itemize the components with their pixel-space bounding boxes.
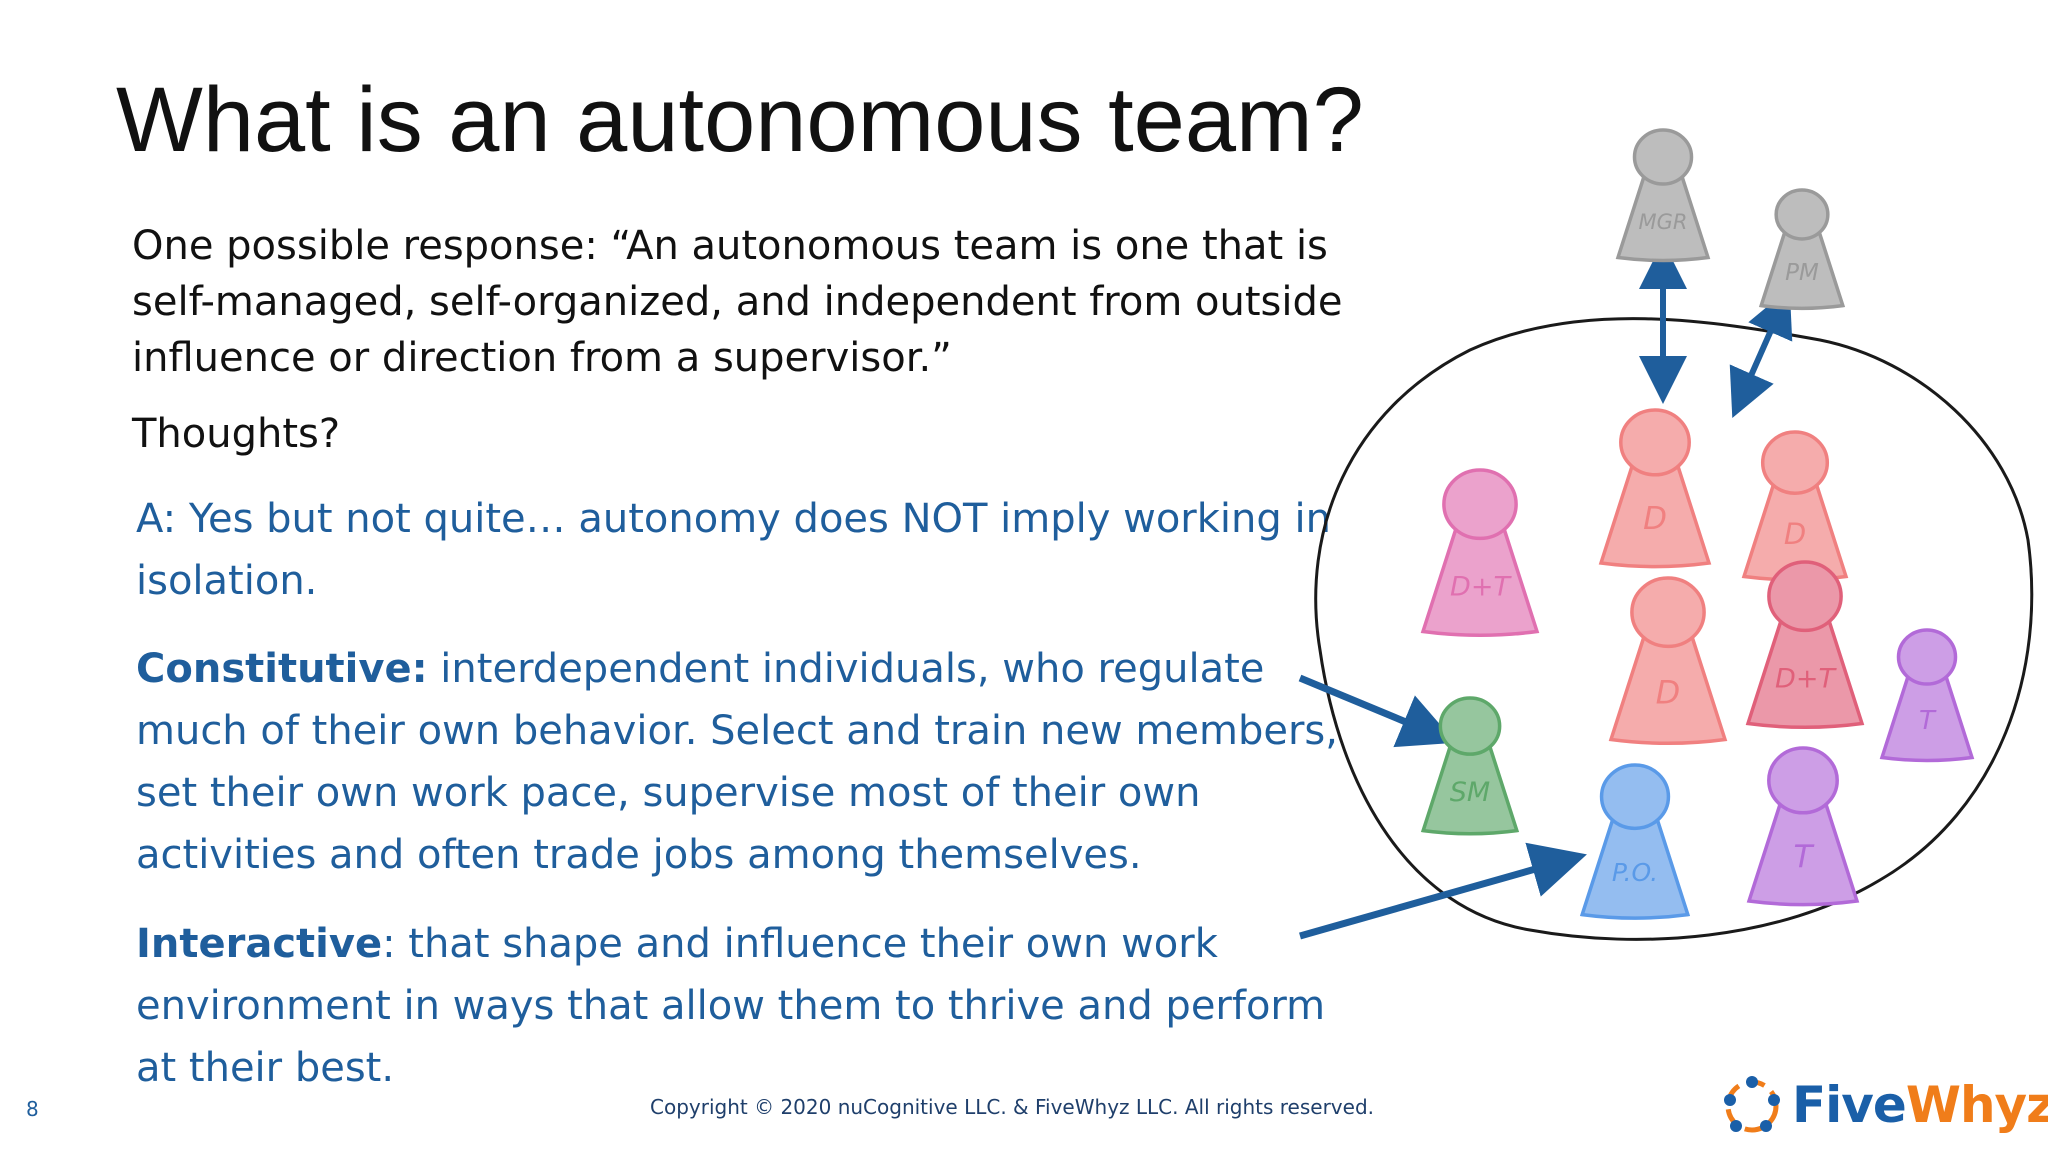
figure-team-2: D <box>1598 408 1712 569</box>
figure-team-9-label: T <box>1794 839 1815 875</box>
figure-outside-2: PM <box>1758 188 1846 311</box>
figure-team-9-body <box>1746 803 1860 907</box>
constitutive-term: Constitutive: <box>136 646 428 692</box>
figure-team-6-head <box>1896 628 1958 686</box>
interactive-paragraph: Interactive: that shape and influence th… <box>136 913 1366 1099</box>
figure-team-4-body <box>1608 637 1728 746</box>
figure-team-2-body <box>1598 465 1712 569</box>
figure-team-4-head <box>1630 576 1706 649</box>
figure-team-2-label: D <box>1643 501 1667 537</box>
figure-team-7: SM <box>1420 696 1520 836</box>
figure-team-1-label: D+T <box>1450 571 1512 602</box>
quote-paragraph: One possible response: “An autonomous te… <box>132 223 1343 381</box>
figure-team-5-body <box>1745 621 1865 730</box>
figure-team-1: D+T <box>1420 468 1540 638</box>
figure-team-8: P.O. <box>1579 763 1691 920</box>
fivewhyz-logo: FiveWhyz <box>1718 1070 2048 1140</box>
figure-outside-2-body <box>1758 231 1846 311</box>
figure-team-7-label: SM <box>1450 777 1490 808</box>
interactive-text: : that shape and influence their own wor… <box>136 921 1326 1091</box>
figure-team-3-head <box>1760 430 1830 495</box>
figure-outside-1-body <box>1615 176 1711 263</box>
figure-outside-1-head <box>1632 128 1694 186</box>
answer-paragraph: A: Yes but not quite… autonomy does NOT … <box>136 496 1331 604</box>
figure-team-4: D <box>1608 576 1728 746</box>
figure-outside-2-head <box>1774 188 1830 241</box>
constitutive-text: interdependent individuals, who regulate… <box>136 646 1338 878</box>
figure-team-9-head <box>1767 746 1839 815</box>
figure-outside-1-label: MGR <box>1639 210 1688 234</box>
figure-team-5-label: D+T <box>1775 663 1837 694</box>
logo-wordmark: FiveWhyz <box>1792 1076 2048 1134</box>
slide-number: 8 <box>26 1097 39 1121</box>
figure-team-8-head <box>1599 763 1671 831</box>
figures-layer: MGR PM D+T D D D D+T T SM P.O. T <box>1420 128 1975 920</box>
figure-team-8-body <box>1579 819 1691 920</box>
team-boundary <box>1314 317 2034 941</box>
figure-team-5: D+T <box>1745 560 1865 730</box>
figure-team-1-body <box>1420 529 1540 638</box>
figure-team-6-label: T <box>1919 706 1937 736</box>
slide-title: What is an autonomous team? <box>116 69 1364 171</box>
logo-mark-icon <box>1724 1076 1780 1133</box>
figure-team-7-head <box>1438 696 1502 756</box>
figure-team-9: T <box>1746 746 1860 907</box>
copyright-text: Copyright © 2020 nuCognitive LLC. & Five… <box>650 1095 1374 1119</box>
figure-team-8-label: P.O. <box>1612 858 1658 887</box>
arrow-interactive <box>1299 842 1587 940</box>
figure-team-5-head <box>1767 560 1843 633</box>
figure-team-4-label: D <box>1656 673 1681 711</box>
logo-five: Five <box>1792 1076 1907 1134</box>
figure-team-7-body <box>1420 746 1520 836</box>
figure-team-3: D <box>1741 430 1849 582</box>
arrow-pm <box>1729 288 1793 418</box>
constitutive-paragraph: Constitutive: interdependent individuals… <box>136 638 1366 886</box>
interactive-term: Interactive <box>136 921 383 967</box>
figure-outside-1: MGR <box>1615 128 1711 263</box>
thoughts-line: Thoughts? <box>132 411 341 457</box>
figure-team-2-head <box>1619 408 1691 477</box>
figure-team-6: T <box>1879 628 1975 763</box>
team-illustration: MGR PM D+T D D D D+T T SM P.O. T <box>1298 128 2034 941</box>
figure-outside-2-label: PM <box>1785 260 1819 286</box>
logo-whyz: Whyz <box>1905 1076 2048 1134</box>
figure-team-3-label: D <box>1784 517 1806 551</box>
figure-team-6-body <box>1879 676 1975 763</box>
figure-team-1-head <box>1442 468 1518 541</box>
arrow-constitutive <box>1298 674 1456 748</box>
